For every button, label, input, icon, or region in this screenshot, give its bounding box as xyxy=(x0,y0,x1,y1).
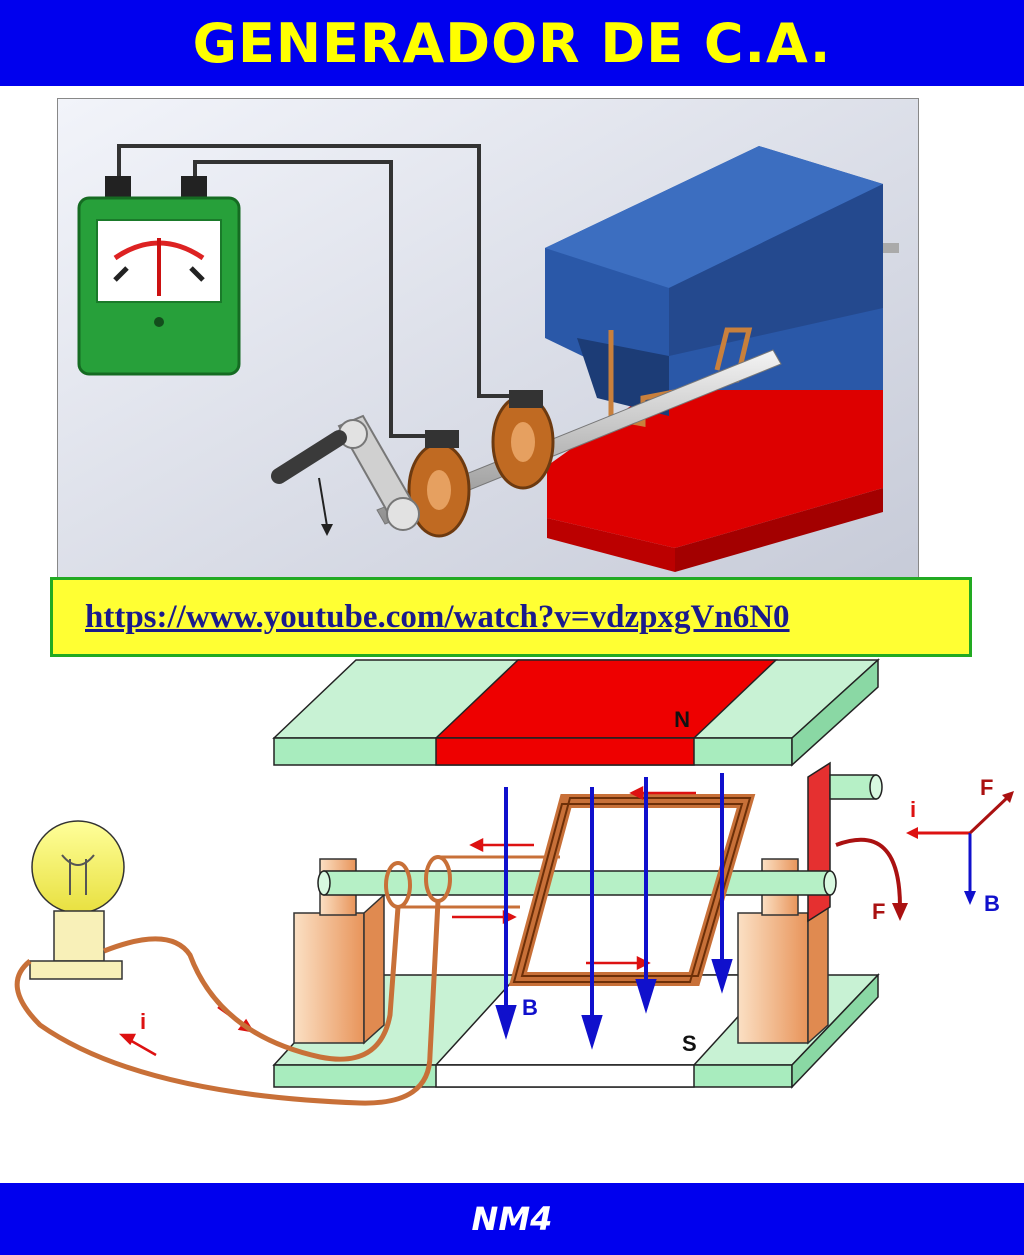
generator-illustration xyxy=(57,98,919,580)
crank-handle xyxy=(271,414,420,536)
field-b-label: B xyxy=(522,995,538,1020)
axes-force-label: F xyxy=(980,775,993,800)
slip-rings xyxy=(407,390,555,538)
footer-label: NM4 xyxy=(471,1200,553,1238)
rotor-shaft xyxy=(376,243,899,525)
lamp-wires xyxy=(14,900,441,1106)
axes-field-label: B xyxy=(984,891,1000,916)
coil-force-label: F xyxy=(872,899,885,924)
lamp-current-label: i xyxy=(140,1009,146,1034)
footer-bar: NM4 xyxy=(0,1183,1024,1255)
rotation-arrow-head xyxy=(892,903,908,921)
north-pole-plate xyxy=(272,658,880,767)
north-pole-label: N xyxy=(674,707,690,732)
page-title: GENERADOR DE C.A. xyxy=(192,11,832,75)
light-bulb xyxy=(29,820,125,980)
title-bar: GENERADOR DE C.A. xyxy=(0,0,1024,86)
video-link-box: https://www.youtube.com/watch?v=vdzpxgVn… xyxy=(50,577,972,657)
generator-schematic: N S xyxy=(14,658,1014,1106)
rotating-coil xyxy=(508,794,756,986)
force-axes xyxy=(906,791,1014,905)
left-bearing xyxy=(293,858,385,1045)
south-pole-plate xyxy=(272,973,880,1089)
meter-wires xyxy=(117,144,527,438)
galvanometer xyxy=(77,176,241,376)
schematic-shaft xyxy=(317,870,837,896)
south-pole-label: S xyxy=(682,1031,697,1056)
rotation-arrow xyxy=(835,837,902,908)
magnet xyxy=(545,146,883,572)
axes-current-label: i xyxy=(910,797,916,822)
magnetic-field-lines xyxy=(495,773,733,1050)
video-link[interactable]: https://www.youtube.com/watch?v=vdzpxgVn… xyxy=(85,598,790,635)
